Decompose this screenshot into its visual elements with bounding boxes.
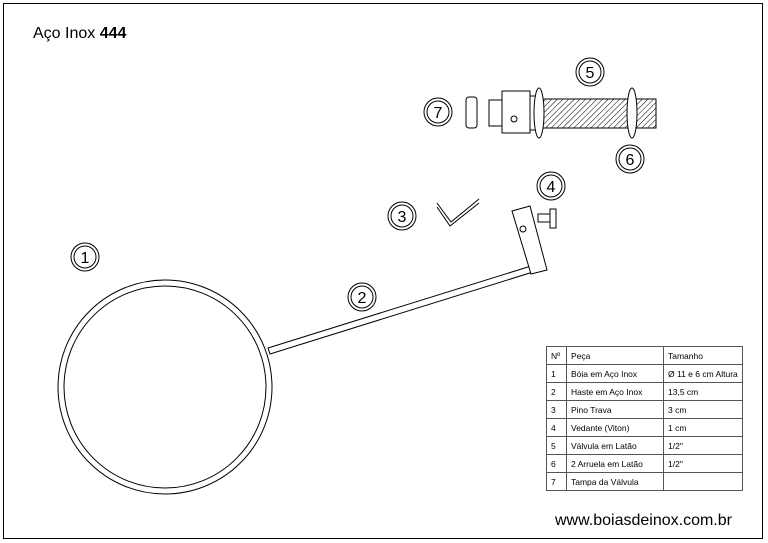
table-row: 3 Pino Trava 3 cm [546,400,743,419]
title-model: 444 [99,25,127,42]
table-row: 4 Vedante (Viton) 1 cm [546,418,743,437]
cell-part: Tampa da Válvula [566,472,664,491]
callout-4: 4 [536,171,566,201]
cell-size: 1/2" [663,454,743,473]
cell-size: 1/2" [663,436,743,455]
cell-num: 3 [546,400,567,419]
table-row: 6 2 Arruela em Latão 1/2" [546,454,743,473]
callout-7: 7 [423,97,453,127]
cell-size: 13,5 cm [663,382,743,401]
svg-text:5: 5 [586,65,595,82]
cell-num: 6 [546,454,567,473]
svg-text:3: 3 [398,209,407,226]
cell-part: Válvula em Latão [566,436,664,455]
cell-part: Haste em Aço Inox [566,382,664,401]
cell-part: Pino Trava [566,400,664,419]
parts-table: Nº Peça Tamanho 1 Bóia em Aço Inox Ø 11 … [546,346,743,491]
svg-text:2: 2 [358,290,367,307]
callout-6: 6 [615,144,645,174]
svg-text:6: 6 [626,152,635,169]
cell-part: 2 Arruela em Latão [566,454,664,473]
website-link[interactable]: www.boiasdeinox.com.br [555,512,732,529]
cell-size: 3 cm [663,400,743,419]
part-valve-cap [465,96,478,129]
drawing-frame [3,3,763,539]
callout-5: 5 [575,57,605,87]
table-row: 7 Tampa da Válvula [546,472,743,491]
callout-2: 2 [347,282,377,312]
cell-size: Ø 11 e 6 cm Altura [663,364,743,383]
cell-size [663,472,743,491]
table-header-row: Nº Peça Tamanho [546,346,743,365]
cell-part: Vedante (Viton) [566,418,664,437]
svg-text:7: 7 [434,105,443,122]
header-cell-part: Peça [566,346,664,365]
table-row: 5 Válvula em Latão 1/2" [546,436,743,455]
cell-part: Bóia em Aço Inox [566,364,664,383]
part-seal [537,208,557,229]
callout-3: 3 [387,201,417,231]
cell-num: 5 [546,436,567,455]
callout-1: 1 [70,242,100,272]
table-row: 1 Bóia em Aço Inox Ø 11 e 6 cm Altura [546,364,743,383]
part-rod [267,205,548,355]
cell-num: 1 [546,364,567,383]
table-row: 2 Haste em Aço Inox 13,5 cm [546,382,743,401]
cell-size: 1 cm [663,418,743,437]
header-cell-num: Nº [546,346,567,365]
cell-num: 4 [546,418,567,437]
title-prefix: Aço Inox [33,25,96,42]
header-cell-size: Tamanho [663,346,743,365]
part-locking-pin [436,198,480,227]
svg-text:4: 4 [547,179,556,196]
part-float-ball [57,279,273,495]
page-title: Aço Inox 444 [33,25,126,43]
part-valve [488,87,657,139]
svg-text:1: 1 [81,250,90,267]
cell-num: 2 [546,382,567,401]
cell-num: 7 [546,472,567,491]
